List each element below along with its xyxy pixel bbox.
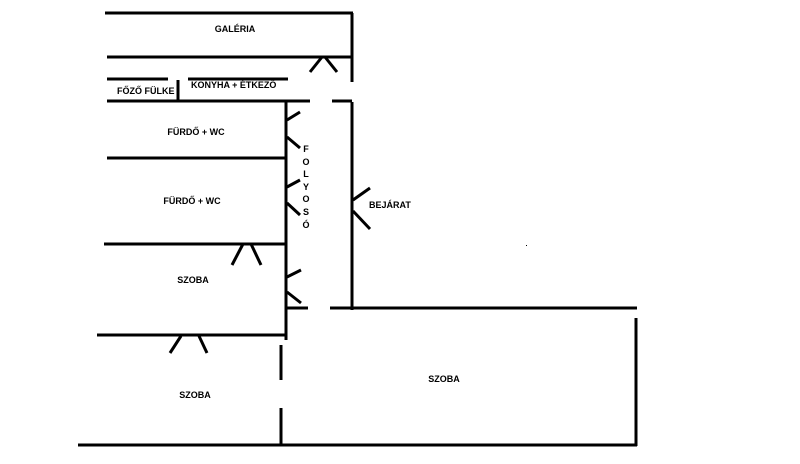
room-label-konyha-etkezo: KONYHA + ÉTKEZŐ xyxy=(191,80,277,90)
stray-dot xyxy=(526,245,527,246)
corridor-label: FOLYOSÓ xyxy=(302,144,310,230)
room-label-szoba-3: SZOBA xyxy=(428,374,460,384)
room-label-furdo-2: FÜRDŐ + WC xyxy=(163,196,221,206)
room-label-szoba-2: SZOBA xyxy=(179,390,211,400)
room-label-szoba-1: SZOBA xyxy=(177,275,209,285)
door-galeria-left xyxy=(308,56,324,73)
door-szoba1-top-right xyxy=(249,243,263,266)
room-label-galeria: GALÉRIA xyxy=(214,24,256,34)
door-entrance-upper xyxy=(352,186,371,202)
door-szoba1-side-lower xyxy=(286,290,302,305)
door-szoba2-right xyxy=(197,335,209,354)
room-label-furdo-1: FÜRDŐ + WC xyxy=(167,127,225,137)
room-label-fozo-fulke: FŐZŐ FÜLKE xyxy=(117,86,175,96)
door-szoba1-top-left xyxy=(230,243,245,266)
door-bath1-lower xyxy=(286,135,301,150)
door-szoba2-left xyxy=(168,335,183,354)
door-entrance-lower xyxy=(351,209,372,231)
entrance-label: BEJÁRAT xyxy=(369,200,411,210)
door-galeria-right xyxy=(323,56,339,73)
door-szoba1-side-upper xyxy=(286,268,302,279)
door-bath2-upper xyxy=(286,178,301,189)
door-bath1-upper xyxy=(286,110,301,122)
door-bath2-lower xyxy=(285,201,302,217)
